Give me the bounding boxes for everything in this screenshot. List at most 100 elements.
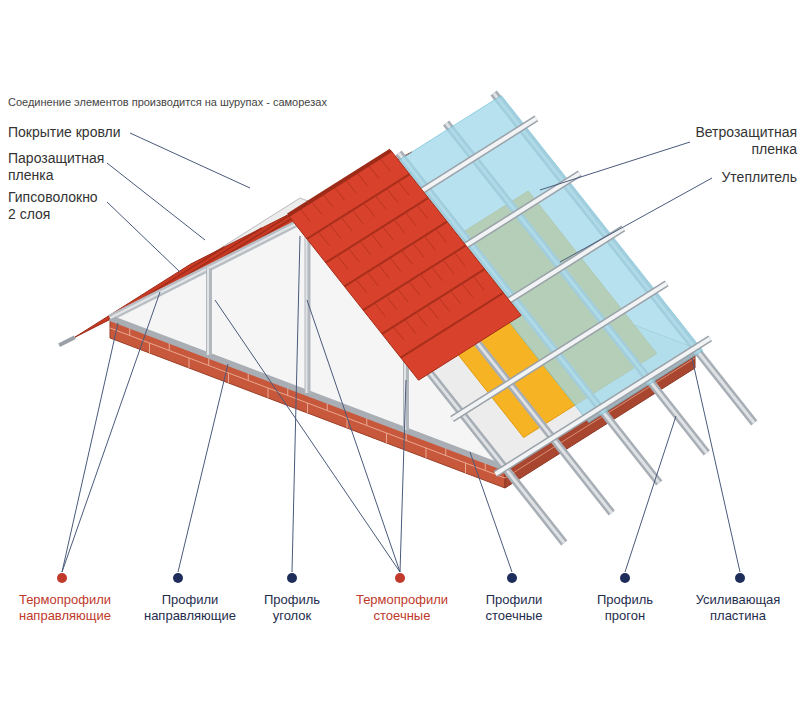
mortar-joint bbox=[228, 373, 229, 383]
tile-step bbox=[439, 298, 450, 312]
profile-label: Профиль уголок bbox=[264, 592, 320, 623]
tile-step bbox=[454, 253, 465, 267]
leader-line bbox=[540, 142, 690, 190]
tile-step bbox=[416, 312, 427, 326]
tile-step bbox=[428, 305, 439, 319]
marker-dot bbox=[287, 573, 297, 583]
leader-line bbox=[560, 178, 712, 262]
leader-line bbox=[292, 236, 300, 572]
tile-step bbox=[349, 248, 360, 262]
mortar-joint bbox=[189, 358, 190, 368]
tile-step bbox=[318, 232, 329, 246]
tile-step bbox=[424, 236, 435, 250]
note-title: Соединение элементов производится на шур… bbox=[8, 96, 327, 109]
tile-step bbox=[413, 243, 424, 257]
layer-label: Покрытие кровли bbox=[8, 124, 121, 141]
tile-step bbox=[462, 284, 473, 298]
marker-dot bbox=[395, 573, 405, 583]
profile-label: Термопрофили направляющие bbox=[19, 592, 111, 623]
leader-line bbox=[130, 133, 250, 188]
tile-step bbox=[322, 194, 333, 208]
tile-step bbox=[330, 225, 341, 239]
tile-step bbox=[386, 296, 397, 310]
marker-dot bbox=[57, 573, 67, 583]
leader-line bbox=[692, 358, 740, 572]
mortar-joint bbox=[426, 448, 427, 458]
layer-label: Утеплитель bbox=[721, 169, 797, 186]
leader-line bbox=[307, 300, 400, 572]
tile-step bbox=[375, 303, 386, 317]
tile-step bbox=[334, 186, 345, 200]
layer-label: Гипсоволокно 2 слоя bbox=[8, 189, 98, 223]
leader-line bbox=[178, 364, 228, 572]
tile-step bbox=[443, 260, 454, 274]
stud-profile bbox=[206, 268, 212, 355]
tile-step bbox=[417, 205, 428, 219]
tile-row bbox=[307, 174, 410, 239]
tile-step bbox=[300, 208, 311, 222]
leader-line bbox=[470, 452, 512, 572]
tile-row bbox=[326, 198, 429, 263]
leader-line bbox=[107, 202, 180, 272]
tile-row bbox=[382, 269, 485, 334]
tile-step bbox=[398, 181, 409, 195]
tile-row bbox=[363, 245, 466, 310]
eave-profile bbox=[59, 337, 75, 345]
tile-step bbox=[337, 256, 348, 270]
tile-step bbox=[393, 327, 404, 341]
tile-step bbox=[436, 229, 447, 243]
tile-step bbox=[379, 158, 390, 172]
tile-step bbox=[375, 196, 386, 210]
tile-step bbox=[368, 165, 379, 179]
leader-line bbox=[215, 300, 400, 572]
tile-step bbox=[473, 276, 484, 290]
profile-label: Термопрофили стоечные bbox=[356, 592, 448, 623]
profile-label: Профиль прогон bbox=[597, 592, 653, 623]
leader-line bbox=[625, 416, 676, 572]
tile-step bbox=[409, 281, 420, 295]
tile-step bbox=[379, 265, 390, 279]
marker-dot bbox=[173, 573, 183, 583]
purlin-profile-face bbox=[496, 338, 711, 474]
tile-step bbox=[387, 189, 398, 203]
leader-line bbox=[400, 380, 406, 572]
mortar-joint bbox=[268, 388, 269, 398]
tile-step bbox=[364, 203, 375, 217]
tile-row bbox=[401, 293, 504, 358]
mortar-joint bbox=[149, 343, 150, 353]
profile-label: Профили стоечные bbox=[486, 592, 543, 623]
tile-step bbox=[345, 179, 356, 193]
marker-dot bbox=[620, 573, 630, 583]
tile-step bbox=[405, 320, 416, 334]
tile-step bbox=[371, 234, 382, 248]
purlin-profile bbox=[496, 338, 711, 474]
tile-step bbox=[420, 274, 431, 288]
stud-profile-edge bbox=[207, 268, 209, 355]
tile-step bbox=[432, 267, 443, 281]
tile-step bbox=[401, 250, 412, 264]
tile-step bbox=[367, 272, 378, 286]
leader-line bbox=[62, 323, 118, 572]
leader-line bbox=[107, 163, 205, 240]
marker-dot bbox=[735, 573, 745, 583]
tile-step bbox=[360, 241, 371, 255]
leader-line bbox=[62, 292, 160, 572]
mortar-joint bbox=[465, 463, 466, 473]
tile-step bbox=[311, 201, 322, 215]
tile-step bbox=[356, 279, 367, 293]
marker-dot bbox=[507, 573, 517, 583]
tile-step bbox=[394, 220, 405, 234]
tile-step bbox=[450, 291, 461, 305]
mortar-joint bbox=[307, 403, 308, 413]
tile-step bbox=[357, 172, 368, 186]
tile-step bbox=[341, 217, 352, 231]
ridge-cap bbox=[288, 150, 391, 215]
tile-step bbox=[390, 258, 401, 272]
tile-step bbox=[353, 210, 364, 224]
layer-label: Ветрозащитная пленка bbox=[695, 124, 797, 158]
tile-step bbox=[406, 212, 417, 226]
profile-label: Усиливающая пластина bbox=[696, 592, 781, 623]
stud-profile-edge bbox=[306, 222, 308, 393]
layer-label: Парозащитная пленка bbox=[8, 150, 104, 184]
